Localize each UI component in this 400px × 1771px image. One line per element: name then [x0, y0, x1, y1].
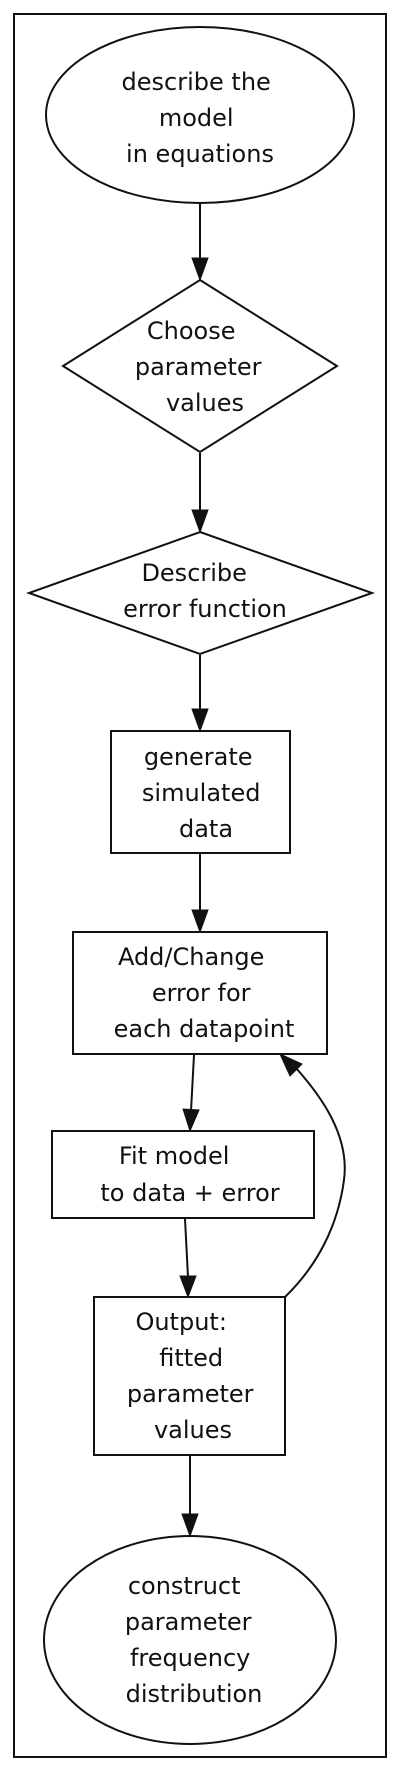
- node-line: data: [179, 815, 233, 843]
- node-describe-model-label: describe the model in equations: [122, 68, 279, 168]
- node-line: simulated: [142, 779, 261, 807]
- node-generate-data: generate simulated data: [110, 730, 291, 854]
- node-construct-dist: construct parameter frequency distributi…: [43, 1535, 337, 1745]
- node-line: error for: [152, 979, 251, 1007]
- node-describe-model-shape: [45, 26, 355, 204]
- node-line: Fit model: [119, 1142, 230, 1170]
- edge-choose-params-to-error-function: [191, 453, 209, 534]
- node-error-function: Describe error function: [26, 530, 375, 656]
- node-line: fitted: [159, 1344, 223, 1372]
- node-error-function-label: Describe error function: [123, 559, 287, 623]
- diagram-frame: [13, 13, 387, 1758]
- edges: [179, 204, 346, 1538]
- node-line: Add/Change: [118, 943, 264, 971]
- node-error-function-shape: [26, 530, 375, 656]
- node-line: distribution: [126, 1680, 263, 1708]
- node-output-shape: [93, 1296, 286, 1456]
- node-line: each datapoint: [114, 1015, 295, 1043]
- node-fit-model-label: Fit model to data + error: [100, 1142, 279, 1207]
- edge-output-to-construct-dist: [181, 1456, 199, 1538]
- node-line: frequency: [130, 1644, 250, 1672]
- node-line: values: [166, 389, 244, 417]
- node-line: generate: [144, 743, 253, 771]
- node-line: Choose: [147, 317, 236, 345]
- edge-generate-data-to-add-error: [191, 854, 209, 934]
- node-line: parameter: [135, 353, 262, 381]
- edge-fit-model-to-output: [179, 1218, 197, 1299]
- node-choose-params-label: Choose parameter values: [135, 317, 269, 417]
- node-line: to data + error: [100, 1179, 279, 1207]
- node-line: describe the: [122, 68, 271, 96]
- node-line: parameter: [127, 1380, 254, 1408]
- edge-output-to-add-error: [278, 1052, 346, 1298]
- node-line: in equations: [126, 140, 274, 168]
- edge-add-error-to-fit-model: [182, 1054, 200, 1133]
- node-line: Describe: [141, 559, 246, 587]
- node-generate-data-label: generate simulated data: [142, 743, 268, 843]
- edge-describe-model-to-choose-params: [191, 204, 209, 282]
- node-line: parameter: [125, 1608, 252, 1636]
- node-line: Output:: [135, 1308, 226, 1336]
- node-add-error-label: Add/Change error for each datapoint: [114, 943, 295, 1043]
- node-line: model: [159, 104, 234, 132]
- node-choose-params: Choose parameter values: [61, 278, 339, 454]
- node-choose-params-shape: [61, 278, 339, 454]
- node-construct-dist-shape: [43, 1535, 337, 1745]
- node-construct-dist-label: construct parameter frequency distributi…: [125, 1572, 263, 1708]
- edge-error-function-to-generate-data: [191, 655, 209, 733]
- node-line: error function: [123, 595, 287, 623]
- node-line: values: [154, 1416, 232, 1444]
- node-output-label: Output: fitted parameter values: [127, 1308, 261, 1444]
- node-output: Output: fitted parameter values: [93, 1296, 286, 1456]
- node-line: construct: [128, 1572, 241, 1600]
- node-fit-model-shape: [51, 1130, 315, 1219]
- node-describe-model: describe the model in equations: [45, 26, 355, 204]
- node-add-error: Add/Change error for each datapoint: [72, 931, 328, 1055]
- node-fit-model: Fit model to data + error: [51, 1130, 315, 1219]
